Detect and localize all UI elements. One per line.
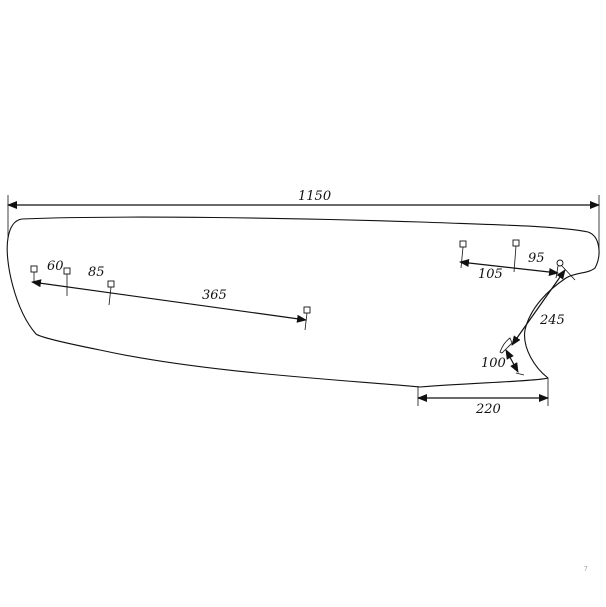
dimension-label-95: 95 <box>528 251 545 266</box>
dimension-365: 60 85 365 <box>31 259 307 323</box>
dimension-label-60: 60 <box>47 259 64 274</box>
hole-marker-4 <box>303 306 311 331</box>
dimension-1150: 1150 <box>7 189 600 255</box>
dimension-label-1150: 1150 <box>298 189 331 204</box>
dimension-245: 245 <box>511 265 576 346</box>
dimension-label-365: 365 <box>202 288 227 303</box>
dimension-100: 100 <box>481 337 525 376</box>
blade-outline <box>6 216 600 388</box>
dimension-label-85: 85 <box>88 265 105 280</box>
dimension-label-220: 220 <box>475 402 501 417</box>
dimension-label-105: 105 <box>478 267 503 282</box>
corner-mark: 7 <box>583 565 588 573</box>
hole-marker-6 <box>512 239 520 273</box>
dimension-label-100: 100 <box>481 356 506 371</box>
hole-marker-5 <box>459 240 467 269</box>
dimension-220: 220 <box>417 378 549 417</box>
hole-marker-2 <box>63 267 71 296</box>
dimension-label-245: 245 <box>539 313 565 328</box>
dimension-105-95: 105 95 <box>459 251 559 282</box>
hole-marker-1 <box>30 265 38 282</box>
